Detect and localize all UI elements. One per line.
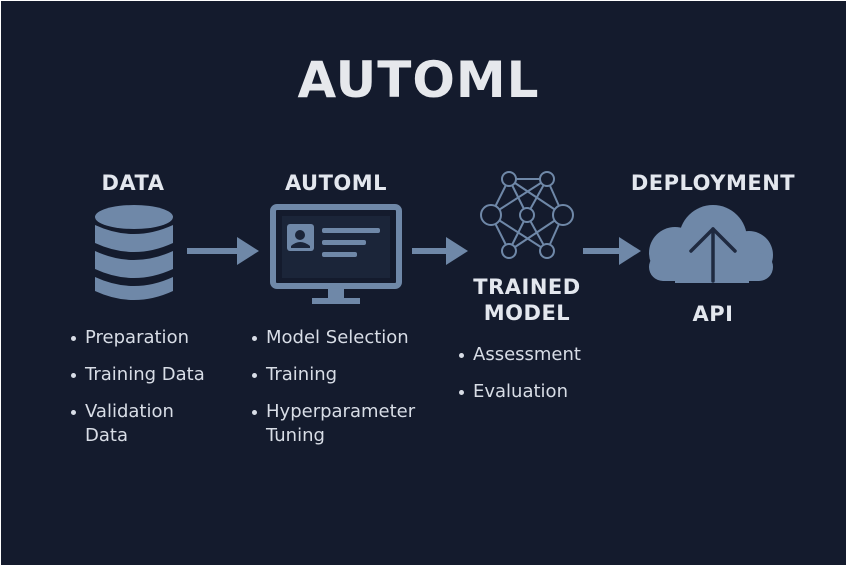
- cloud-upload-icon: [649, 205, 773, 283]
- monitor-icon: [270, 204, 402, 304]
- automl-bullets: Model Selection Training Hyperparameter …: [250, 326, 440, 461]
- neural-network-icon: [480, 171, 574, 259]
- data-bullets: Preparation Training Data Validation Dat…: [69, 326, 229, 461]
- bullet-item: Model Selection: [250, 326, 440, 350]
- bullet-item: Evaluation: [457, 380, 617, 404]
- bullet-item: Assessment: [457, 343, 617, 367]
- bullet-item: Training: [250, 363, 440, 387]
- arrow-data-to-automl: [187, 237, 259, 265]
- bullet-item: Hyperparameter Tuning: [250, 400, 416, 448]
- stage-label-data: DATA: [101, 171, 165, 195]
- bullet-item: Preparation: [69, 326, 229, 350]
- bullet-item: Validation Data: [69, 400, 185, 448]
- stage-label-trained-model: TRAINED MODEL: [473, 275, 581, 325]
- trained-model-bullets: Assessment Evaluation: [457, 343, 617, 417]
- arrow-model-to-deployment: [583, 237, 641, 265]
- database-icon: [95, 205, 173, 300]
- bullet-item: Training Data: [69, 363, 229, 387]
- diagram-title: AUTOML: [297, 51, 540, 109]
- deployment-api-label: API: [692, 302, 734, 326]
- stage-label-automl: AUTOML: [284, 171, 388, 195]
- arrow-automl-to-model: [412, 237, 468, 265]
- stage-label-deployment: DEPLOYMENT: [630, 171, 796, 195]
